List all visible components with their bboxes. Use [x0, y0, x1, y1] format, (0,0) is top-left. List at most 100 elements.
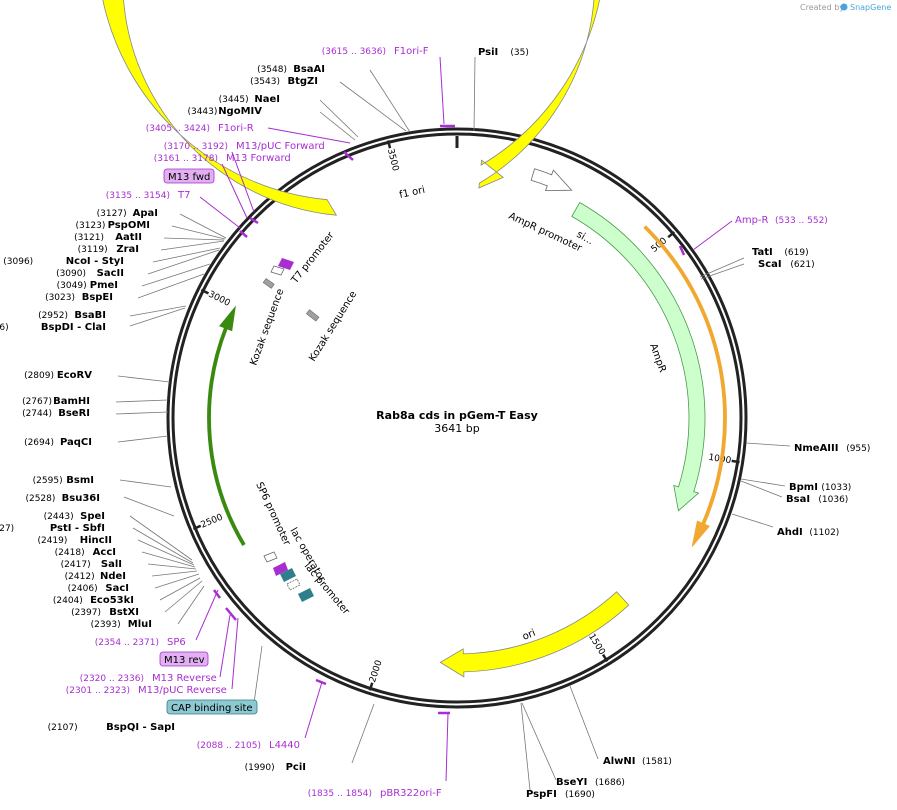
enzyme-name: HincII	[80, 535, 112, 546]
tick-label: 3500	[385, 148, 400, 173]
primer-range: (2320 .. 2336)	[80, 674, 144, 684]
enzyme-site: AhdI(1102)	[777, 527, 839, 538]
enzyme-site: PmeI(3049)	[57, 280, 118, 291]
enzyme-site: BseYI(1686)	[556, 777, 625, 788]
enzyme-name: BspEI	[82, 292, 113, 303]
leader-lines	[115, 56, 791, 791]
sp6-promoter-label: SP6 promoter	[253, 481, 292, 548]
snapgene-credit: Created by SnapGene	[800, 3, 891, 12]
enzyme-position: (3548)	[257, 65, 287, 75]
enzyme-site: PciI (1990)	[245, 762, 306, 773]
enzyme-name: BamHI	[53, 396, 90, 407]
enzyme-site: PsiI(35)	[478, 47, 529, 58]
amp-r-line	[643, 225, 727, 547]
enzyme-name: ScaI	[758, 259, 782, 270]
enzyme-site: BsaAI(3548)	[257, 64, 325, 75]
f1-ori-label: f1 ori	[398, 185, 426, 201]
enzyme-position: (2417)	[61, 560, 91, 570]
enzyme-site: BsaBI(2952)	[38, 310, 106, 321]
enzyme-site: NgoMIV(3443)	[187, 106, 262, 117]
lac-operator-box	[280, 568, 296, 582]
tick-mark	[731, 459, 740, 464]
enzyme-position: (619)	[784, 248, 808, 258]
enzyme-position: (2952)	[38, 311, 68, 321]
plasmid-length: 3641 bp	[434, 422, 479, 435]
enzyme-name: ZraI	[116, 244, 139, 255]
enzyme-name: PsiI	[478, 47, 498, 58]
enzyme-name: BspQI - SapI	[106, 722, 175, 733]
ampr-arrow	[571, 201, 706, 512]
enzyme-name: BseRI	[58, 408, 90, 419]
primer-site: M13 Forward(3161 .. 3178)	[154, 153, 291, 164]
enzyme-site: HincII(2419)	[37, 535, 112, 546]
brand-text: SnapGene	[850, 3, 891, 12]
enzyme-site: BspEI(3023)	[45, 292, 113, 303]
enzyme-position: (3119)	[78, 245, 108, 255]
enzyme-site: NcoI - StyI(3096)	[3, 256, 124, 267]
m13-fwd-box: M13 fwd	[163, 168, 215, 184]
primer-site: L4440(2088 .. 2105)	[197, 740, 300, 751]
enzyme-name: BstXI	[109, 607, 139, 618]
primer-range: (3135 .. 3154)	[106, 191, 170, 201]
tick-mark	[200, 288, 210, 295]
kozak-box	[306, 309, 320, 322]
enzyme-name: BspDI - ClaI	[41, 322, 106, 333]
primer-range: (1835 .. 1854)	[308, 789, 372, 799]
cap-box: CAP binding site	[166, 699, 258, 715]
sp6-arrow-icon	[273, 562, 288, 576]
enzyme-position: (2404)	[53, 596, 83, 606]
enzyme-site: SacI(2406)	[68, 583, 129, 594]
primer-site: F1ori-R(3405 .. 3424)	[146, 123, 254, 134]
enzyme-position: (3445)	[219, 95, 249, 105]
enzyme-position: (3090)	[56, 269, 86, 279]
primer-range: (2088 .. 2105)	[197, 741, 261, 751]
primer-name: Amp-R	[735, 215, 769, 226]
enzyme-position: (2809)	[24, 371, 54, 381]
enzyme-position: (1990)	[245, 763, 275, 773]
snapgene-logo-icon	[840, 3, 848, 11]
enzyme-name: AlwNI	[603, 756, 636, 767]
primer-site: pBR322ori-F(1835 .. 1854)	[308, 788, 442, 799]
tick-label: 2500	[200, 512, 225, 530]
primer-name: T7	[177, 190, 190, 201]
enzyme-position: (3443)	[187, 107, 217, 117]
enzyme-site: BamHI(2767)	[22, 396, 90, 407]
enzyme-site: ApaI(3127)	[97, 208, 158, 219]
enzyme-name: PstI - SbfI	[50, 523, 105, 534]
enzyme-position: (3096)	[3, 257, 33, 267]
primer-name: F1ori-R	[218, 123, 254, 134]
enzyme-position: (2397)	[71, 608, 101, 618]
enzyme-name: SacI	[105, 583, 129, 594]
m13-rev-label: M13 rev	[164, 655, 205, 666]
enzyme-position: (3121)	[74, 233, 104, 243]
ampr-label: AmpR	[647, 342, 668, 374]
enzyme-site: NdeI(2412)	[65, 571, 126, 582]
primer-name: M13/pUC Reverse	[138, 685, 227, 696]
enzyme-site: BtgZI(3543)	[250, 76, 318, 87]
enzyme-name: TatI	[752, 247, 773, 258]
enzyme-site: BpmI(1033)	[789, 482, 851, 493]
enzyme-site: ZraI (3119)	[78, 244, 139, 255]
enzyme-site: AccI(2418)	[55, 547, 116, 558]
enzyme-site: Bsu36I(2528)	[25, 493, 100, 504]
enzyme-name: Eco53kI	[90, 595, 134, 606]
primer-name: M13 Forward	[226, 153, 291, 164]
enzyme-name: PciI	[286, 762, 306, 773]
m13-fwd-label: M13 fwd	[168, 172, 210, 183]
enzyme-position: (955)	[846, 444, 870, 454]
f1-ori-arrow	[102, 0, 600, 216]
enzyme-position: (2767)	[22, 397, 52, 407]
enzyme-site: ScaI(621)	[758, 259, 815, 270]
enzyme-position: (1102)	[809, 528, 839, 538]
enzyme-site: AlwNI(1581)	[603, 756, 672, 767]
enzyme-position: (2412)	[65, 572, 95, 582]
enzyme-position: (2107)	[48, 723, 78, 733]
enzyme-site: BspQI - SapI (2107)	[48, 722, 175, 733]
kozak-label: Kozak sequence	[248, 287, 286, 367]
primer-leaders	[195, 56, 733, 782]
primer-range: (3170 .. 3192)	[164, 142, 228, 152]
tick-mark	[192, 524, 202, 531]
enzyme-site: SacII(3090)	[56, 268, 124, 279]
enzyme-name: BsaI	[786, 494, 810, 505]
